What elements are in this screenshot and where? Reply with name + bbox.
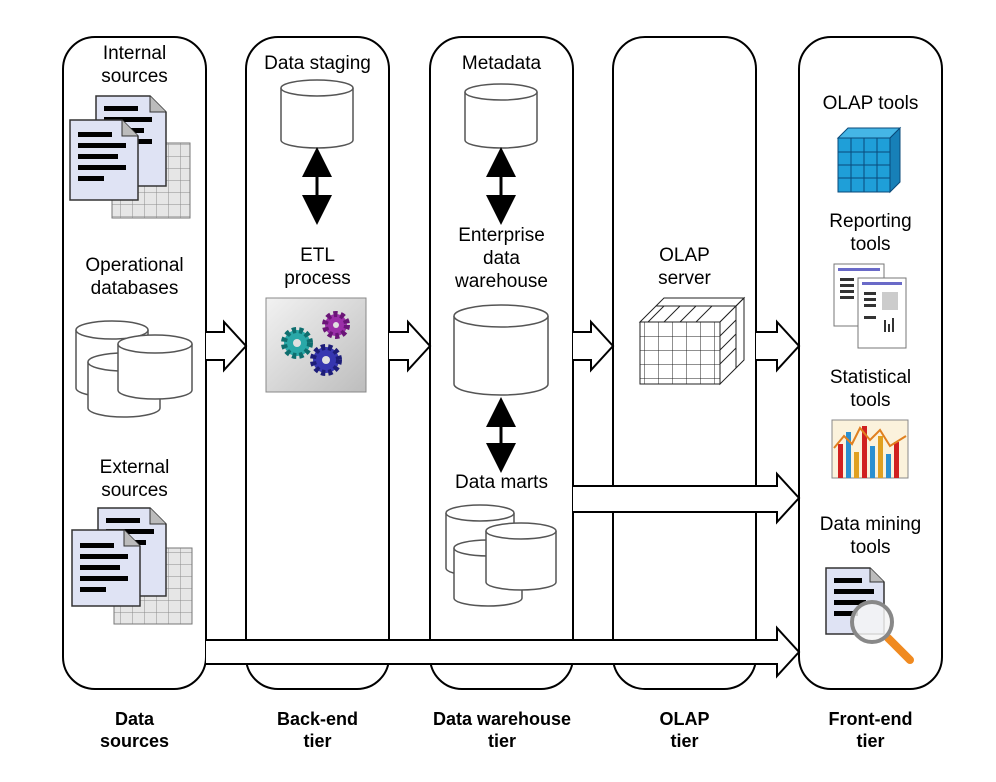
label-enterprise-data-warehouse: Enterprise data warehouse (455, 225, 548, 292)
tier-caption-data-sources: Data sources (99, 709, 170, 751)
tier-caption-warehouse: Data warehouse tier (432, 709, 572, 751)
bar-chart-icon (831, 419, 909, 479)
label-etl-process: ETL process (284, 245, 351, 289)
data-staging-cylinder (280, 79, 354, 149)
enterprise-warehouse-cylinder (453, 304, 549, 396)
label-reporting-tools: Reporting tools (829, 211, 912, 255)
flow-arrow-warehouse-to-olap (573, 319, 615, 373)
label-statistical-tools: Statistical tools (829, 367, 912, 411)
gears-icon (265, 297, 367, 393)
olap-cube-icon (638, 296, 746, 386)
label-external-sources: External sources (99, 457, 170, 501)
tier-caption-backend: Back-end tier (276, 709, 359, 751)
metadata-cylinder (464, 83, 538, 149)
label-olap-tools: OLAP tools (822, 93, 919, 114)
flow-arrow-sources-to-backend (206, 319, 248, 373)
label-internal-sources: Internal sources (101, 43, 168, 87)
label-metadata: Metadata (461, 53, 542, 74)
flow-arrow-sources-to-frontend (206, 625, 801, 679)
label-olap-server: OLAP server (658, 245, 711, 289)
label-data-marts: Data marts (455, 472, 548, 493)
operational-databases-icon (75, 320, 193, 418)
flow-arrow-datamarts-to-frontend (573, 471, 801, 525)
label-operational-databases: Operational databases (85, 255, 184, 299)
tier-caption-frontend: Front-end tier (828, 709, 913, 751)
label-data-staging: Data staging (264, 53, 371, 74)
reports-icon (833, 263, 907, 349)
flow-arrow-backend-to-warehouse (389, 319, 432, 373)
flow-arrow-olap-to-frontend (756, 319, 801, 373)
external-sources-icon (71, 507, 193, 625)
column-frontend (798, 36, 943, 690)
internal-sources-icon (69, 95, 191, 219)
label-data-mining-tools: Data mining tools (819, 514, 922, 558)
data-marts-cylinders (445, 504, 557, 607)
magnifier-document-icon (825, 567, 914, 664)
olap-tools-cube-icon (836, 126, 902, 194)
tier-caption-olap: OLAP tier (659, 709, 710, 751)
